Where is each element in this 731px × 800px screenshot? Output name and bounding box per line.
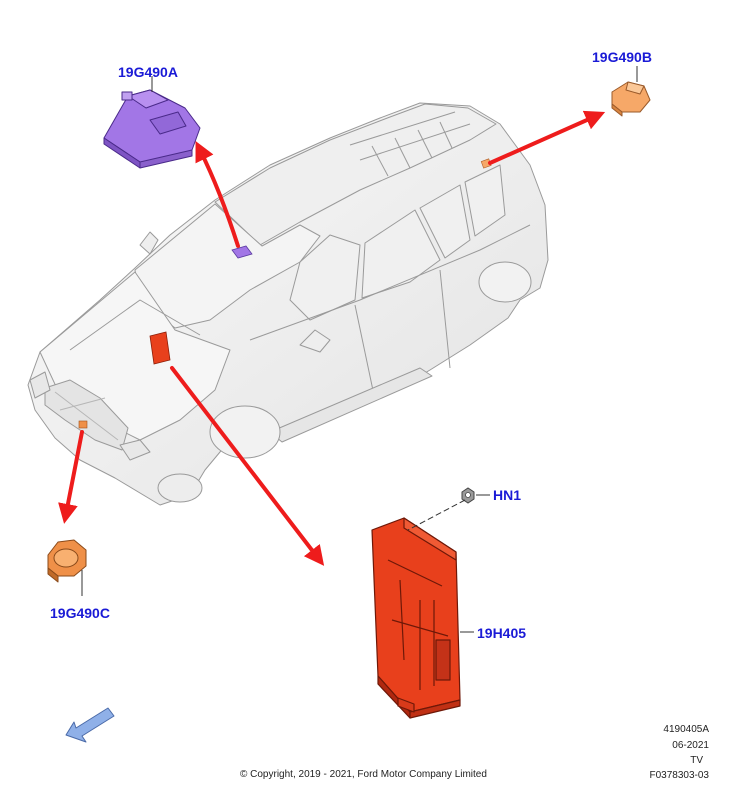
module-c-component bbox=[47, 539, 87, 596]
arrow-to-control-module bbox=[170, 366, 325, 566]
copyright-notice: © Copyright, 2019 - 2021, Ford Motor Com… bbox=[240, 769, 487, 780]
callout-19g490a: 19G490A bbox=[118, 64, 178, 80]
callout-19h405: 19H405 bbox=[477, 625, 527, 641]
control-module-on-vehicle bbox=[149, 331, 171, 365]
view-code: TV bbox=[690, 755, 703, 766]
nut-hn1 bbox=[461, 487, 475, 504]
figure-number: F0378303-03 bbox=[649, 770, 710, 781]
module-a-component bbox=[103, 76, 201, 169]
control-module-component bbox=[371, 517, 461, 719]
illustration-date: 06-2021 bbox=[672, 740, 709, 751]
arrow-to-module-a bbox=[195, 141, 240, 248]
callout-19g490c: 19G490C bbox=[50, 605, 110, 621]
module-b-component bbox=[611, 66, 651, 117]
leader-lines bbox=[460, 494, 490, 633]
callout-hn1: HN1 bbox=[493, 487, 522, 503]
arrow-to-module-b bbox=[488, 110, 606, 165]
callout-19g490b: 19G490B bbox=[592, 49, 652, 65]
nut-install-line bbox=[407, 499, 466, 531]
module-a-on-vehicle bbox=[231, 245, 253, 259]
arrow-to-module-c bbox=[58, 430, 84, 524]
vehicle-outline bbox=[27, 102, 549, 506]
locator-arrows bbox=[58, 110, 606, 566]
orientation-arrow-icon bbox=[65, 707, 115, 743]
illustration-number: 4190405A bbox=[663, 724, 709, 735]
module-c-on-vehicle bbox=[78, 420, 88, 429]
